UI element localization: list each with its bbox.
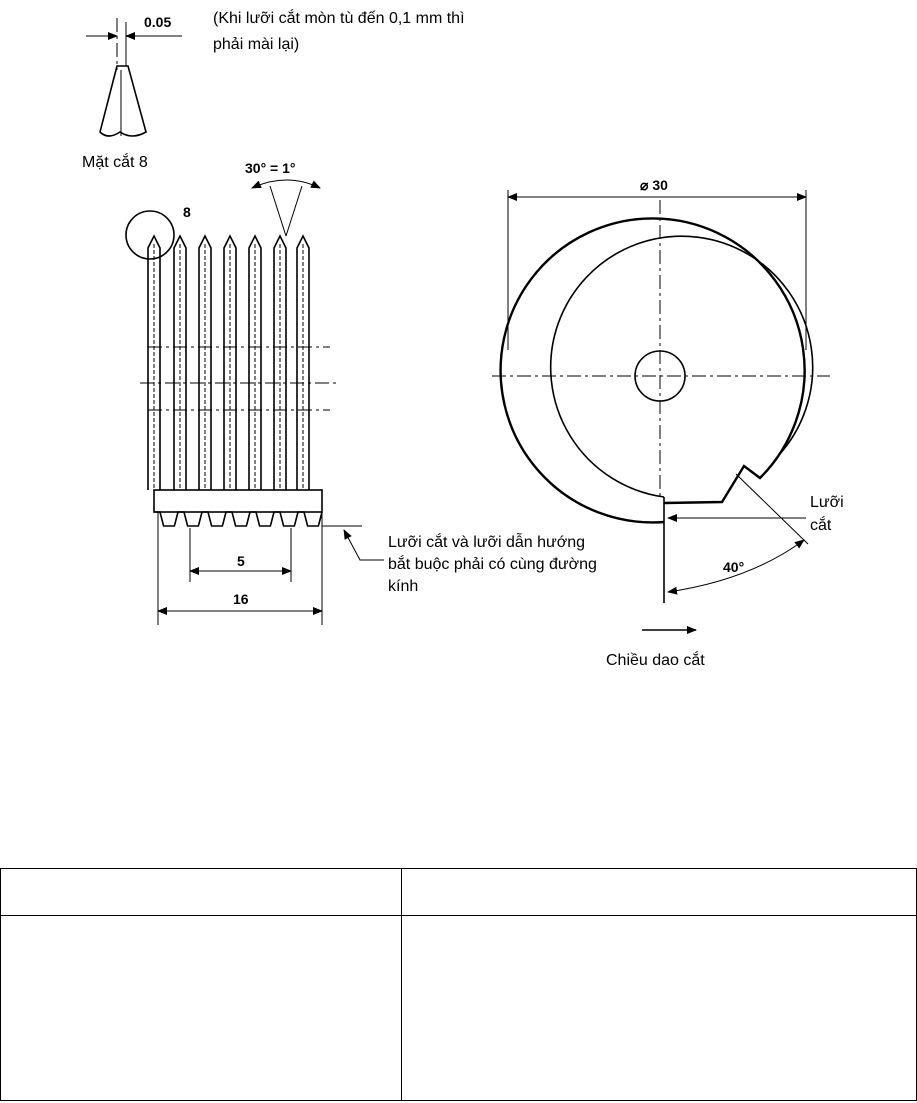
section-8-marker-circle: [125, 210, 175, 260]
table-header-cell-left: [0, 868, 402, 916]
thread-tooth: [296, 234, 310, 490]
length-dimension: 16: [233, 591, 249, 607]
thread-tooth: [223, 234, 237, 490]
rake-angle-arc: [667, 539, 805, 595]
tooth-profile: [99, 65, 147, 137]
thread-teeth: [147, 234, 310, 490]
guide-serration: [154, 511, 323, 527]
technical-drawing: 0.05 (Khi lưỡi cắt mòn tù đến 0,1 mm thì…: [82, 8, 844, 669]
angle-leg-left: [269, 185, 287, 237]
center-bore: [634, 350, 686, 402]
note-leader: [343, 529, 384, 561]
rake-angle-line: [735, 473, 809, 545]
regrind-note-line2: phải mài lại): [213, 36, 299, 53]
blank-table: [0, 868, 917, 1101]
section-caption: Mặt cắt 8: [82, 152, 148, 171]
rake-angle-label: 40°: [723, 559, 744, 575]
cutting-edge-label-line1: Lưỡi: [810, 494, 844, 511]
thread-tooth: [198, 234, 212, 490]
tap-side-view: 8 30° = 1° Lưỡi cắt và lưỡi dẫn hướng bắ…: [125, 160, 597, 625]
regrind-note-line1: (Khi lưỡi cắt mòn tù đến 0,1 mm thì: [213, 8, 465, 27]
table-body-cell-left: [0, 915, 402, 1101]
diameter-note-line3: kính: [388, 578, 418, 595]
angle-leg-right: [285, 185, 303, 237]
table-body-cell-right: [401, 915, 917, 1101]
tolerance-dimension: 0.05: [144, 14, 171, 30]
cutting-edge-label-line2: cắt: [810, 515, 832, 534]
outer-profile: [499, 217, 806, 524]
table-header-cell-right: [401, 868, 917, 916]
thread-tooth: [273, 234, 287, 490]
thread-tooth: [248, 234, 262, 490]
diameter-note-line1: Lưỡi cắt và lưỡi dẫn hướng: [388, 532, 585, 551]
thread-tooth: [173, 234, 187, 490]
flank-angle-label: 30° = 1°: [245, 160, 296, 176]
angle-arc: [251, 179, 321, 189]
tap-front-view: ⌀ 30 Lưỡi cắt 40° Chiều dao cắt: [492, 177, 844, 669]
thread-tooth: [147, 234, 161, 490]
cutting-direction-label: Chiều dao cắt: [606, 650, 705, 669]
guide-band: [153, 489, 323, 513]
diameter-note-line2: bắt buộc phải có cùng đường: [388, 554, 597, 573]
section-8-marker-label: 8: [183, 204, 191, 220]
section-8-detail: 0.05 (Khi lưỡi cắt mòn tù đến 0,1 mm thì…: [82, 8, 465, 171]
pitch-dimension: 5: [237, 553, 245, 569]
diameter-dimension: ⌀ 30: [640, 177, 668, 193]
inner-profile: [549, 235, 814, 498]
